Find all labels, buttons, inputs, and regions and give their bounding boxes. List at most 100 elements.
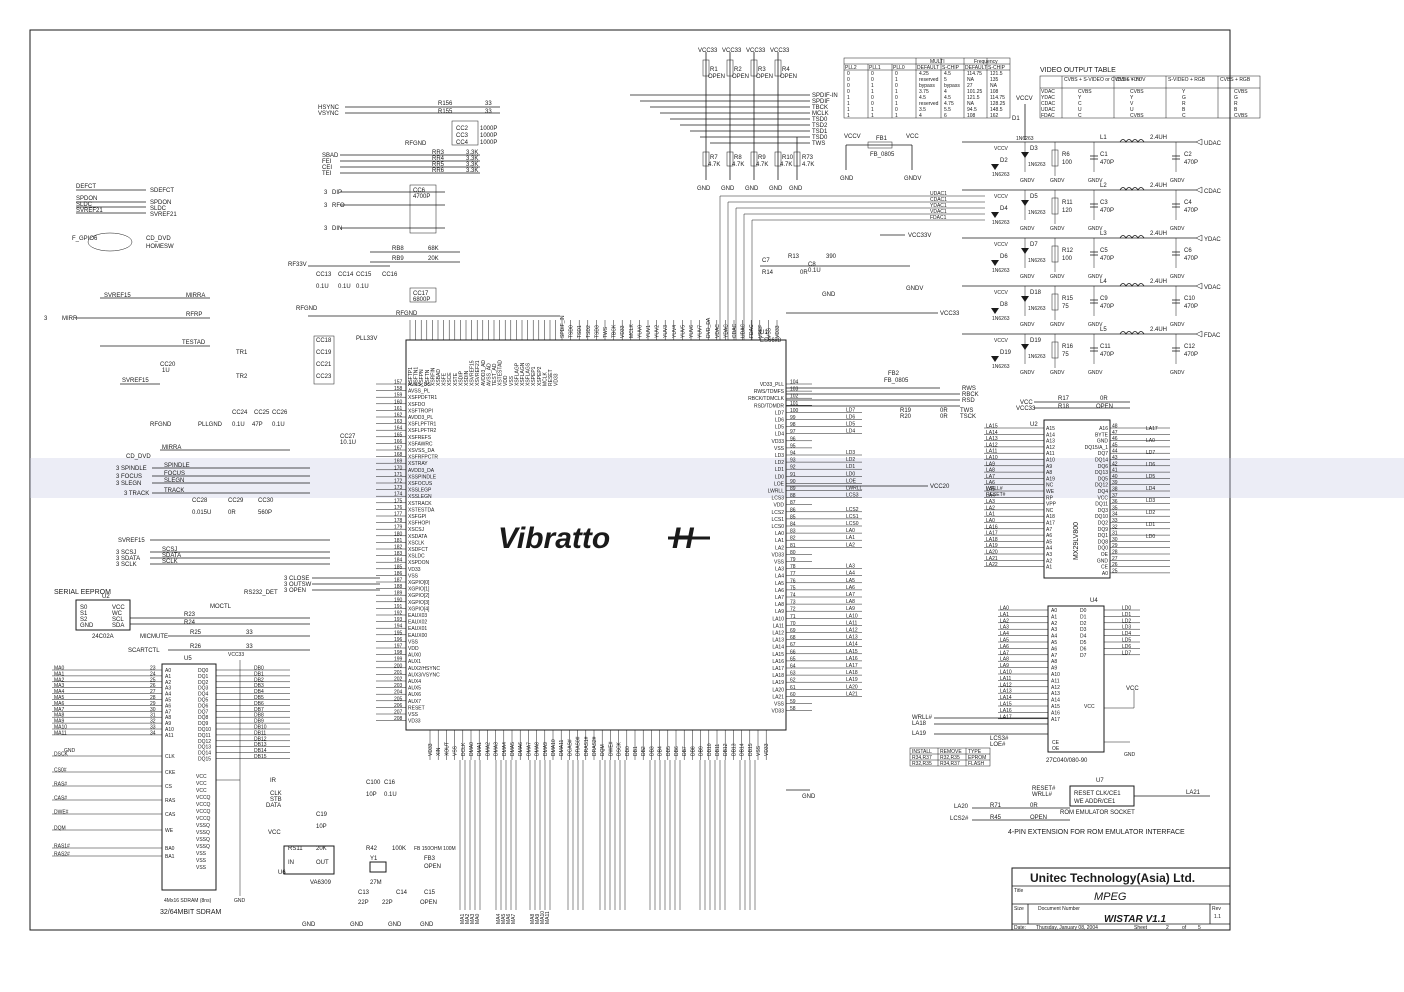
sdram-pin: A8 bbox=[165, 715, 171, 721]
resistor-label: R7 bbox=[710, 155, 718, 161]
rom-pin: A15 bbox=[1051, 704, 1060, 710]
rfo-label: RFO bbox=[332, 203, 345, 209]
rom-net: LA8 bbox=[1000, 657, 1009, 663]
eeprom-ref: U2 bbox=[102, 594, 110, 600]
chip-pin-right: LA12 bbox=[772, 631, 784, 637]
vcc-label: VCC bbox=[906, 134, 919, 140]
flash-pin-num: 26 bbox=[1112, 562, 1118, 568]
chip-pin-num: 76 bbox=[790, 578, 796, 584]
eeprom-pin: GND bbox=[80, 623, 94, 629]
diode-ref: D19 bbox=[1030, 338, 1042, 344]
chip-pin-left: XSFPDFTR1 bbox=[408, 395, 437, 401]
chip-pin-left: XGPIO[3] bbox=[408, 600, 430, 606]
gndv-label: GNDV bbox=[1020, 178, 1035, 184]
sdram-power-pin: VCCQ bbox=[196, 809, 211, 815]
chip-pin-top: XSFTN1 bbox=[414, 367, 420, 386]
dac-net: UDAC1 bbox=[930, 191, 947, 197]
cap-label: CC24 bbox=[232, 410, 248, 416]
sdram-ctrl-net: RAS1# bbox=[54, 844, 70, 850]
freq-cell: reserved bbox=[919, 77, 939, 83]
sdram-pin-num: 33 bbox=[150, 725, 156, 731]
cap-value: 47P bbox=[252, 422, 263, 428]
video-cell: B bbox=[1234, 107, 1238, 113]
gnd-label: GND bbox=[388, 922, 402, 928]
flash-net: LA11 bbox=[986, 449, 998, 455]
flash-pin-num: 47 bbox=[1112, 430, 1118, 436]
tr2-label: TR2 bbox=[236, 374, 248, 380]
chip-pin-bottom: XIN bbox=[436, 747, 442, 756]
gndv-label: GNDV bbox=[1170, 226, 1185, 232]
pllgnd-label: PLLGND bbox=[198, 422, 223, 428]
gnd-label: GND bbox=[697, 186, 711, 192]
cap-label: CC18 bbox=[316, 338, 332, 344]
flash-pin: DQ2 bbox=[1098, 521, 1109, 527]
chip-pin-bottom: DB11 bbox=[715, 744, 721, 756]
chip-pin-top: XSFLAGS bbox=[526, 362, 532, 386]
chip-pin-num: 65 bbox=[790, 656, 796, 662]
flash-pin: DQ14 bbox=[1095, 458, 1108, 464]
chip-pin-num: 166 bbox=[394, 439, 403, 445]
sdram-power-pin: VSS bbox=[196, 858, 207, 864]
date-value: Thursday, January 08, 2004 bbox=[1036, 925, 1098, 931]
flash-net: LD6 bbox=[1146, 462, 1155, 468]
chip-pin-top: TBCK bbox=[612, 324, 618, 338]
chip-pin-left: AUX4 bbox=[408, 679, 421, 685]
gndv-label: GNDV bbox=[1050, 226, 1065, 232]
flash-pin-num: 37 bbox=[1112, 493, 1118, 499]
freq-group-label: Frequency bbox=[974, 59, 998, 65]
rom-pin: D1 bbox=[1080, 614, 1087, 620]
video-table-title: VIDEO OUTPUT TABLE bbox=[1040, 67, 1116, 74]
sdram-power-pin: VSSQ bbox=[196, 830, 210, 836]
chip-pin-left: AUX3/VSYNC bbox=[408, 672, 440, 678]
vcc33v-label: VCC33V bbox=[908, 233, 931, 239]
sdram-ctrl-pin: CS bbox=[165, 784, 173, 790]
cap-ref: C9 bbox=[1100, 296, 1108, 302]
flash-net: LA17 bbox=[1146, 426, 1158, 432]
rr3-label: RR3 bbox=[432, 150, 445, 156]
chip-pin-top: XSBAD bbox=[436, 369, 442, 386]
resistor-label: R2 bbox=[734, 67, 742, 73]
dac-net: FDAC1 bbox=[930, 215, 947, 221]
cap-value: 470P bbox=[1100, 208, 1114, 214]
chip-pin-num: 83 bbox=[790, 529, 796, 535]
cap-value: 1000P bbox=[480, 126, 497, 132]
vcc33-label: VCC33 bbox=[746, 48, 766, 54]
sbad-label: SBAD bbox=[322, 153, 339, 159]
reg-ref: U6 bbox=[278, 870, 286, 876]
tsd0-label: TSD0 bbox=[812, 117, 828, 123]
fb3-ref: FB3 bbox=[424, 856, 436, 862]
chip-pin-top: SPDIF_IN bbox=[560, 315, 566, 338]
c16-value: 0.1U bbox=[384, 792, 397, 798]
chip-pin-num: 158 bbox=[394, 386, 403, 392]
gnd-label: GND bbox=[234, 898, 246, 904]
chip-pin-num: 180 bbox=[394, 531, 403, 537]
chip-pin-top: XSPEP1 bbox=[531, 366, 537, 386]
chip-pin-top: TWS bbox=[603, 326, 609, 338]
chip-pin-top: YUV6 bbox=[689, 325, 695, 338]
flash-net: LA16 bbox=[986, 524, 998, 530]
chip-pin-num: 72 bbox=[790, 607, 796, 613]
gnd-label: GND bbox=[769, 186, 783, 192]
lcs2-label: LCS2# bbox=[950, 816, 969, 822]
chip-pin-num: 97 bbox=[790, 429, 796, 435]
chip-pin-right: LD3 bbox=[775, 453, 784, 459]
r45-label: R45 bbox=[990, 815, 1002, 821]
r-value: 33 bbox=[485, 109, 492, 115]
flash-pin-num: 42 bbox=[1112, 461, 1118, 467]
chip-pin-bottom: DRAS1# bbox=[584, 736, 590, 756]
chip-pin-right: LA16 bbox=[772, 659, 784, 665]
socket-ref: U7 bbox=[1096, 778, 1104, 784]
freq-cell: 1 bbox=[871, 83, 874, 89]
chip-pin-left: AUX5 bbox=[408, 686, 421, 692]
chip-pin-right: LA3 bbox=[775, 567, 784, 573]
rws-label: RWS bbox=[962, 386, 976, 392]
bus-label: MA11 bbox=[545, 911, 551, 924]
flash-net: LA19 bbox=[986, 543, 998, 549]
cap-value: 470P bbox=[1100, 352, 1114, 358]
chip-pin-top: VSS bbox=[509, 375, 515, 386]
bus-net: LA19 bbox=[846, 677, 858, 683]
rom-pin: D6 bbox=[1080, 646, 1087, 652]
chip-pin-num: 198 bbox=[394, 650, 403, 656]
bus-net: LA5 bbox=[846, 578, 855, 584]
